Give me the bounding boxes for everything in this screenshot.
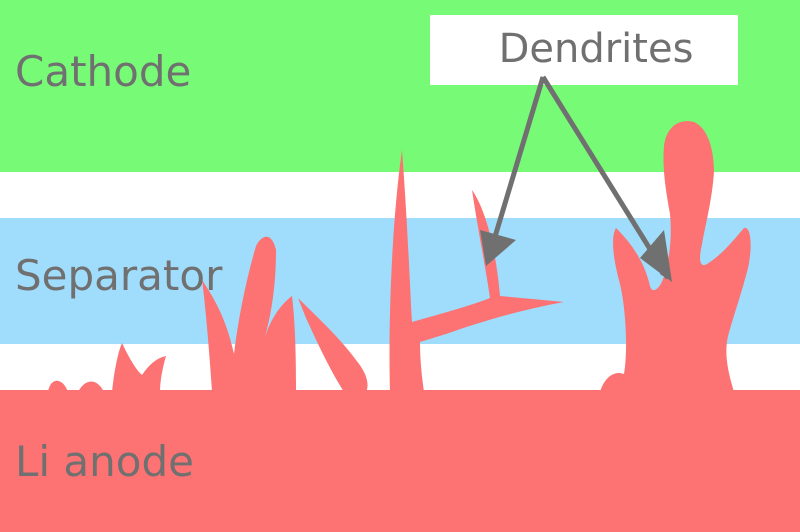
- separator-label: Separator: [15, 251, 223, 300]
- anode-layer: [0, 390, 800, 532]
- dendrite-large-right: [600, 121, 751, 392]
- arrowhead-right-icon: [640, 230, 672, 282]
- callout-box: [430, 15, 738, 85]
- callout-label: Dendrites: [499, 26, 694, 72]
- cathode-label: Cathode: [15, 47, 191, 96]
- dendrite-slanted-leaf: [298, 298, 368, 392]
- dendrite-bump-2: [78, 381, 104, 392]
- dendrite-tall-branch: [389, 150, 564, 392]
- dendrite-bump-1: [48, 380, 68, 392]
- anode-label: Li anode: [15, 437, 194, 486]
- arrow-right: [540, 75, 671, 280]
- dendrites: [48, 121, 751, 392]
- callout-arrows: [485, 75, 671, 280]
- arrow-left: [485, 76, 546, 262]
- dendrite-finger-cluster: [202, 236, 296, 392]
- dendrite-small-spike: [112, 343, 166, 392]
- arrowhead-left-icon: [480, 230, 516, 266]
